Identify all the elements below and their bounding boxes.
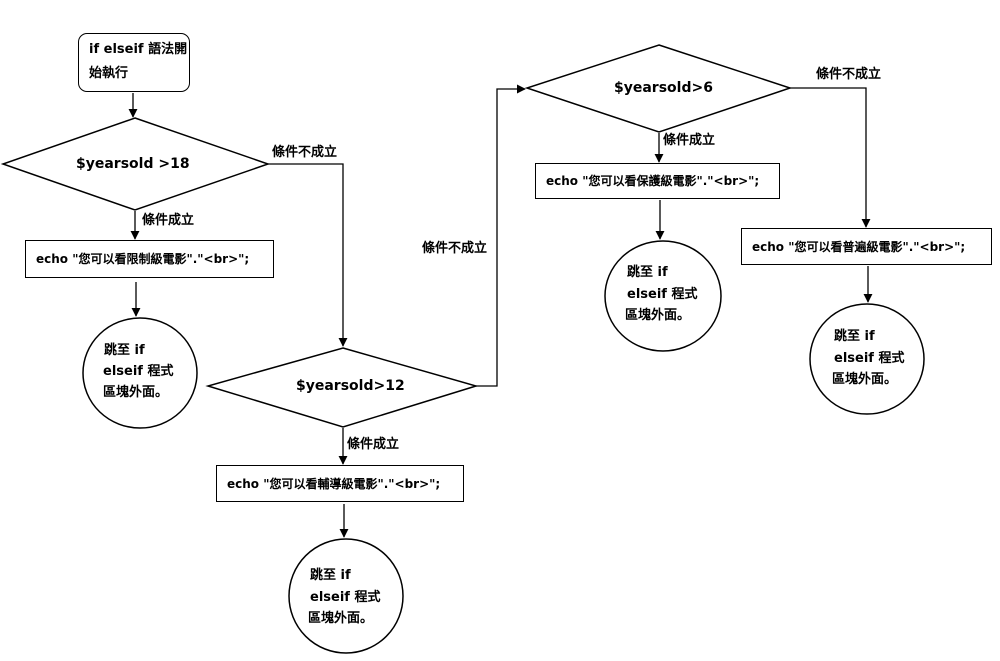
jump-circle-3 — [604, 240, 722, 352]
arrow-d3-false — [790, 87, 871, 228]
jump-text-1-line3: 區塊外面。 — [103, 385, 169, 400]
arrow-d2-false — [476, 84, 526, 387]
jump-text-1-line1: 跳至 if — [104, 343, 145, 358]
jump-text-4-line1: 跳至 if — [834, 329, 875, 344]
action-text-general: echo "您可以看普遍級電影"."<br>"; — [752, 239, 966, 254]
decision-diamond-6 — [524, 44, 793, 133]
action-box-protection: echo "您可以看保護級電影"."<br>"; — [535, 163, 780, 199]
condition-6-label: $yearsold>6 — [614, 80, 713, 96]
jump-text-1-line2: elseif 程式 — [103, 364, 174, 379]
decision-diamond-18 — [0, 117, 271, 211]
jump-text-2-line1: 跳至 if — [310, 568, 351, 583]
jump-circle-1 — [82, 317, 198, 429]
branch-true-label-1: 條件成立 — [142, 213, 195, 228]
condition-18-label: $yearsold >18 — [76, 156, 190, 172]
jump-text-4-line3: 區塊外面。 — [832, 372, 898, 387]
branch-false-label-1: 條件不成立 — [272, 145, 338, 160]
jump-text-2-line3: 區塊外面。 — [308, 611, 374, 626]
condition-12-label: $yearsold>12 — [296, 378, 405, 394]
arrow-d1-false — [268, 163, 348, 347]
start-text-line1: if elseif 語法開 — [89, 42, 188, 57]
decision-diamond-12 — [205, 347, 479, 428]
action-box-guidance: echo "您可以看輔導級電影"."<br>"; — [216, 465, 464, 502]
jump-text-2-line2: elseif 程式 — [310, 590, 381, 605]
jump-text-3-line1: 跳至 if — [627, 265, 668, 280]
jump-text-4-line2: elseif 程式 — [834, 351, 905, 366]
branch-true-label-2: 條件成立 — [347, 437, 400, 452]
branch-true-label-3: 條件成立 — [663, 133, 716, 148]
action-text-protection: echo "您可以看保護級電影"."<br>"; — [546, 174, 760, 188]
branch-false-label-3: 條件不成立 — [816, 67, 882, 82]
action-box-restricted: echo "您可以看限制級電影"."<br>"; — [25, 240, 274, 278]
action-text-guidance: echo "您可以看輔導級電影"."<br>"; — [227, 476, 441, 491]
action-text-restricted: echo "您可以看限制級電影"."<br>"; — [36, 252, 250, 266]
start-text-line2: 始執行 — [89, 66, 129, 81]
jump-text-3-line2: elseif 程式 — [627, 287, 698, 302]
action-box-general: echo "您可以看普遍級電影"."<br>"; — [741, 228, 992, 265]
jump-circle-2 — [288, 538, 404, 654]
start-node: if elseif 語法開 始執行 — [78, 33, 190, 92]
jump-circle-4 — [809, 303, 925, 415]
jump-text-3-line3: 區塊外面。 — [625, 308, 691, 323]
branch-false-label-2: 條件不成立 — [422, 241, 488, 256]
